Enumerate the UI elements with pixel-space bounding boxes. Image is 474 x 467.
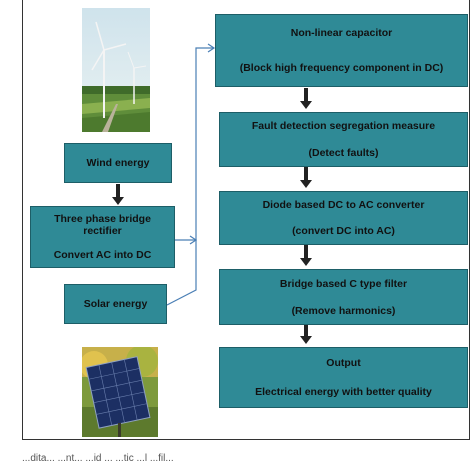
output-title: Output (326, 356, 361, 369)
solar-panel-image (82, 347, 158, 437)
fault-detection-desc: (Detect faults) (308, 146, 379, 159)
rectifier-desc: Convert AC into DC (53, 249, 152, 261)
rectifier-box: Three phase bridge rectifier Convert AC … (30, 206, 175, 268)
fault-detection-box: Fault detection segregation measure (Det… (219, 112, 468, 167)
fault-detection-title: Fault detection segregation measure (251, 120, 436, 133)
figure-caption: ...dita... ...nt... ...id ... ...tic ...… (22, 453, 174, 464)
capacitor-box: Non-linear capacitor (Block high frequen… (215, 14, 468, 87)
filter-title: Bridge based C type filter (279, 277, 408, 290)
wind-energy-box: Wind energy (64, 143, 172, 183)
converter-title: Diode based DC to AC converter (262, 199, 425, 211)
wind-energy-label: Wind energy (86, 157, 150, 169)
capacitor-desc: (Block high frequency component in DC) (239, 62, 444, 75)
filter-box: Bridge based C type filter (Remove harmo… (219, 269, 468, 325)
capacitor-title: Non-linear capacitor (290, 26, 393, 39)
filter-desc: (Remove harmonics) (291, 304, 396, 317)
output-box: Output Electrical energy with better qua… (219, 347, 468, 408)
converter-box: Diode based DC to AC converter (convert … (219, 191, 468, 245)
wind-turbine-image (82, 8, 150, 132)
diagram-frame (22, 0, 470, 440)
output-desc: Electrical energy with better quality (255, 386, 432, 399)
rectifier-title: Three phase bridge rectifier (54, 213, 151, 237)
solar-energy-label: Solar energy (83, 298, 148, 310)
converter-desc: (convert DC into AC) (292, 225, 395, 237)
solar-energy-box: Solar energy (64, 284, 167, 324)
